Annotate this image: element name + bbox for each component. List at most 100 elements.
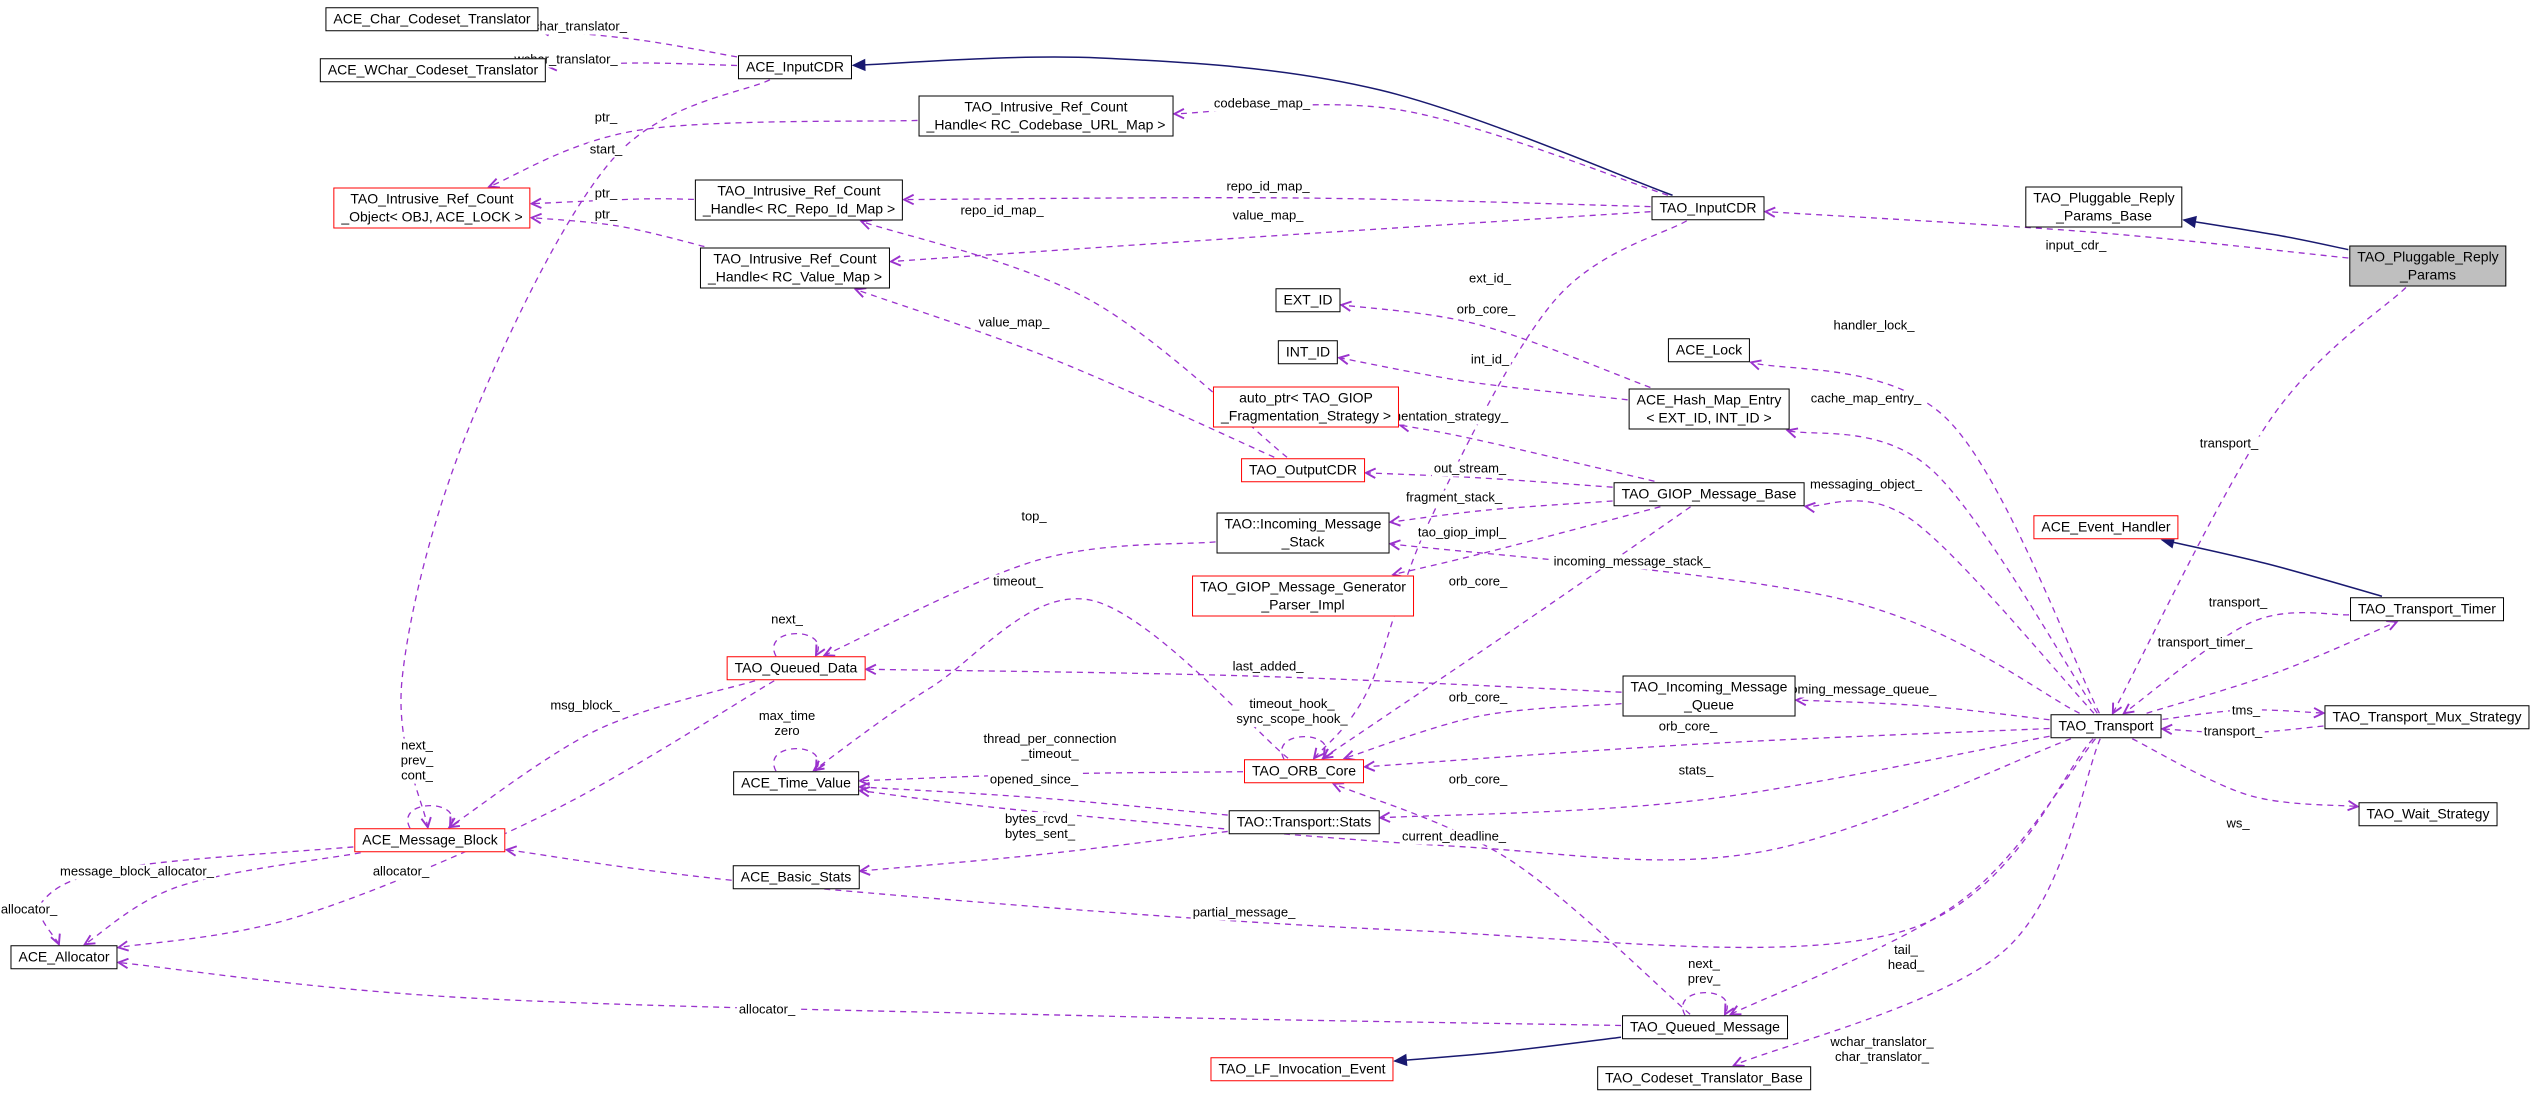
edge-label-hash_map_entry-to-ext_id: ext_id_	[1467, 270, 1513, 287]
class-node-codeset_base[interactable]: TAO_Codeset_Translator_Base	[1597, 1066, 1811, 1090]
edge-tao_input_cdr-to-h_repoid	[901, 193, 1651, 208]
edge-label-tao_input_cdr-to-h_codebase: codebase_map_	[1211, 95, 1313, 112]
edge-tao_transport-to-incoming_msg_stack	[1388, 539, 2080, 714]
class-node-ext_id[interactable]: EXT_ID	[1275, 288, 1341, 312]
class-node-queued_data[interactable]: TAO_Queued_Data	[726, 656, 866, 680]
edge-label-tao_transport-to-transport_timer: transport_timer_	[2155, 634, 2255, 651]
edge-label-message_block-to-allocator: allocator_	[0, 901, 60, 918]
edge-h_valuemap-to-rc_object	[529, 212, 705, 248]
class-node-tao_input_cdr[interactable]: TAO_InputCDR	[1651, 196, 1765, 220]
edge-label-queued_message-to-orb_core: orb_core_	[1446, 771, 1510, 788]
class-node-wait_strategy[interactable]: TAO_Wait_Strategy	[2358, 802, 2498, 826]
class-node-ace_lock[interactable]: ACE_Lock	[1667, 338, 1751, 362]
class-node-reply_params_base[interactable]: TAO_Pluggable_Reply _Params_Base	[2025, 186, 2183, 228]
class-node-rc_object[interactable]: TAO_Intrusive_Ref_Count _Object< OBJ, AC…	[333, 187, 531, 229]
class-node-giop_msg_base[interactable]: TAO_GIOP_Message_Base	[1613, 482, 1805, 506]
class-node-queued_message[interactable]: TAO_Queued_Message	[1622, 1015, 1788, 1039]
edge-label-tao_transport-to-queued_message: tail_ head_	[1885, 942, 1927, 973]
edge-label-incoming_msg_queue-to-orb_core: orb_core_	[1446, 689, 1510, 706]
edge-label-tao_transport-to-transport_stats: stats_	[1676, 762, 1716, 779]
edge-giop_msg_base-to-incoming_msg_stack	[1388, 500, 1613, 527]
edge-tao_transport-to-time_value	[857, 738, 2072, 861]
class-node-allocator[interactable]: ACE_Allocator	[10, 945, 118, 969]
edge-incoming_msg_stack-to-queued_data	[822, 541, 1216, 657]
class-node-h_repoid[interactable]: TAO_Intrusive_Ref_Count _Handle< RC_Repo…	[694, 179, 904, 221]
edge-queued_data-to-message_block	[447, 680, 756, 829]
edge-label-hash_map_entry-to-int_id: int_id_	[1468, 351, 1512, 368]
class-node-int_id[interactable]: INT_ID	[1277, 340, 1339, 364]
edge-label-orb_core-to-time_value: thread_per_connection _timeout_	[981, 731, 1119, 762]
class-node-transport_timer[interactable]: TAO_Transport_Timer	[2350, 597, 2504, 621]
edge-reply_params-to-tao_input_cdr	[1763, 206, 2349, 259]
edge-label-message_block-to-message_block: next_ prev_ cont_	[398, 737, 436, 784]
edge-giop_msg_base-to-orb_core	[1321, 506, 1691, 760]
edge-label-h_repoid-to-rc_object: ptr_	[592, 185, 620, 202]
edge-h_repoid-to-rc_object	[529, 197, 694, 209]
edge-label-ace_input_cdr-to-ace_char_ct: char_translator_	[531, 18, 629, 35]
edge-label-tao_transport-to-giop_msg_base: messaging_object_	[1807, 476, 1925, 493]
class-node-giop_gen_parser[interactable]: TAO_GIOP_Message_Generator _Parser_Impl	[1192, 575, 1414, 617]
edge-label-mux_strategy-to-tao_transport: transport_	[2201, 723, 2265, 740]
edge-orb_core-to-time_value	[857, 771, 1244, 787]
class-node-message_block[interactable]: ACE_Message_Block	[354, 828, 506, 852]
class-node-ace_char_ct[interactable]: ACE_Char_Codeset_Translator	[325, 7, 539, 31]
edge-label-queued_data-to-message_block: msg_block_	[548, 697, 622, 714]
edge-label-tao_transport-to-ace_lock: handler_lock_	[1831, 317, 1917, 334]
edge-tao_transport-to-transport_stats	[1378, 735, 2050, 823]
class-node-basic_stats[interactable]: ACE_Basic_Stats	[732, 865, 860, 889]
edge-message_block-to-message_block	[407, 804, 460, 830]
class-node-tao_transport[interactable]: TAO_Transport	[2050, 714, 2162, 738]
edge-giop_msg_base-to-giop_gen_parser	[1391, 506, 1661, 578]
edge-label-orb_core-to-time_value: timeout_	[991, 573, 1045, 590]
edge-tao_input_cdr-to-h_valuemap	[888, 211, 1651, 267]
edge-tao_transport-to-codeset_base	[1732, 738, 2101, 1067]
class-node-transport_stats[interactable]: TAO::Transport::Stats	[1228, 810, 1380, 834]
edge-label-giop_msg_base-to-giop_gen_parser: tao_giop_impl_	[1415, 524, 1509, 541]
class-node-autoptr_frag[interactable]: auto_ptr< TAO_GIOP _Fragmentation_Strate…	[1212, 386, 1400, 428]
edge-label-tao_transport-to-mux_strategy: tms_	[2229, 702, 2263, 719]
edge-label-queued_message-to-allocator: allocator_	[736, 1001, 798, 1018]
class-node-hash_map_entry[interactable]: ACE_Hash_Map_Entry < EXT_ID, INT_ID >	[1628, 388, 1790, 430]
class-node-tao_output_cdr[interactable]: TAO_OutputCDR	[1241, 458, 1365, 482]
edge-label-tao_transport-to-wait_strategy: ws_	[2224, 815, 2252, 832]
edge-label-tao_output_cdr-to-h_valuemap: value_map_	[976, 314, 1052, 331]
class-node-h_valuemap[interactable]: TAO_Intrusive_Ref_Count _Handle< RC_Valu…	[699, 247, 891, 289]
class-node-lf_invocation[interactable]: TAO_LF_Invocation_Event	[1210, 1057, 1394, 1081]
edge-label-ace_input_cdr-to-message_block: start_	[587, 141, 625, 158]
edge-message_block-to-allocator	[83, 852, 361, 946]
class-node-ace_event_handler[interactable]: ACE_Event_Handler	[2033, 515, 2179, 539]
edge-queued_data-to-queued_data	[773, 632, 826, 658]
class-node-reply_params: TAO_Pluggable_Reply _Params	[2349, 245, 2507, 287]
class-node-incoming_msg_stack[interactable]: TAO::Incoming_Message _Stack	[1216, 512, 1390, 554]
edge-queued_message-to-lf_invocation	[1393, 1036, 1622, 1067]
edge-tao_transport-to-hash_map_entry	[1785, 427, 2098, 714]
class-node-ace_input_cdr[interactable]: ACE_InputCDR	[737, 55, 853, 79]
edge-tao_input_cdr-to-ace_input_cdr	[851, 56, 1673, 196]
class-node-time_value[interactable]: ACE_Time_Value	[733, 771, 859, 795]
edge-ace_input_cdr-to-message_block	[400, 79, 771, 830]
edge-incoming_msg_queue-to-orb_core	[1342, 702, 1622, 761]
edge-tao_transport-to-wait_strategy	[2131, 738, 2360, 812]
edge-label-tao_output_cdr-to-h_repoid: repo_id_map_	[958, 202, 1046, 219]
edge-label-tao_transport-to-incoming_msg_queue: incoming_message_queue_	[1771, 681, 1939, 698]
edge-label-giop_msg_base-to-incoming_msg_stack: fragment_stack_	[1403, 489, 1505, 506]
edge-label-time_value-to-time_value: max_time zero	[756, 708, 818, 739]
edge-label-h_valuemap-to-rc_object: ptr_	[592, 206, 620, 223]
class-node-h_codebase[interactable]: TAO_Intrusive_Ref_Count _Handle< RC_Code…	[918, 95, 1174, 137]
class-node-ace_wchar_ct[interactable]: ACE_WChar_Codeset_Translator	[319, 58, 547, 82]
edge-h_codebase-to-rc_object	[487, 119, 918, 189]
edge-hash_map_entry-to-ext_id	[1339, 300, 1651, 389]
edge-label-giop_msg_base-to-orb_core: orb_core_	[1446, 573, 1510, 590]
class-node-incoming_msg_queue[interactable]: TAO_Incoming_Message _Queue	[1622, 675, 1796, 717]
edge-label-reply_params-to-tao_input_cdr: input_cdr_	[2043, 237, 2109, 254]
class-node-orb_core[interactable]: TAO_ORB_Core	[1244, 759, 1364, 783]
edge-label-queued_message-to-queued_message: next_ prev_	[1685, 956, 1723, 987]
edge-label-transport_stats-to-basic_stats: bytes_rcvd_ bytes_sent_	[1002, 811, 1078, 842]
edge-time_value-to-time_value	[773, 747, 826, 773]
class-node-mux_strategy[interactable]: TAO_Transport_Mux_Strategy	[2324, 705, 2530, 729]
edge-transport_stats-to-time_value	[857, 781, 1228, 816]
edge-hash_map_entry-to-int_id	[1337, 353, 1628, 401]
edge-label-tao_transport-to-codeset_base: wchar_translator_ char_translator_	[1828, 1034, 1936, 1065]
